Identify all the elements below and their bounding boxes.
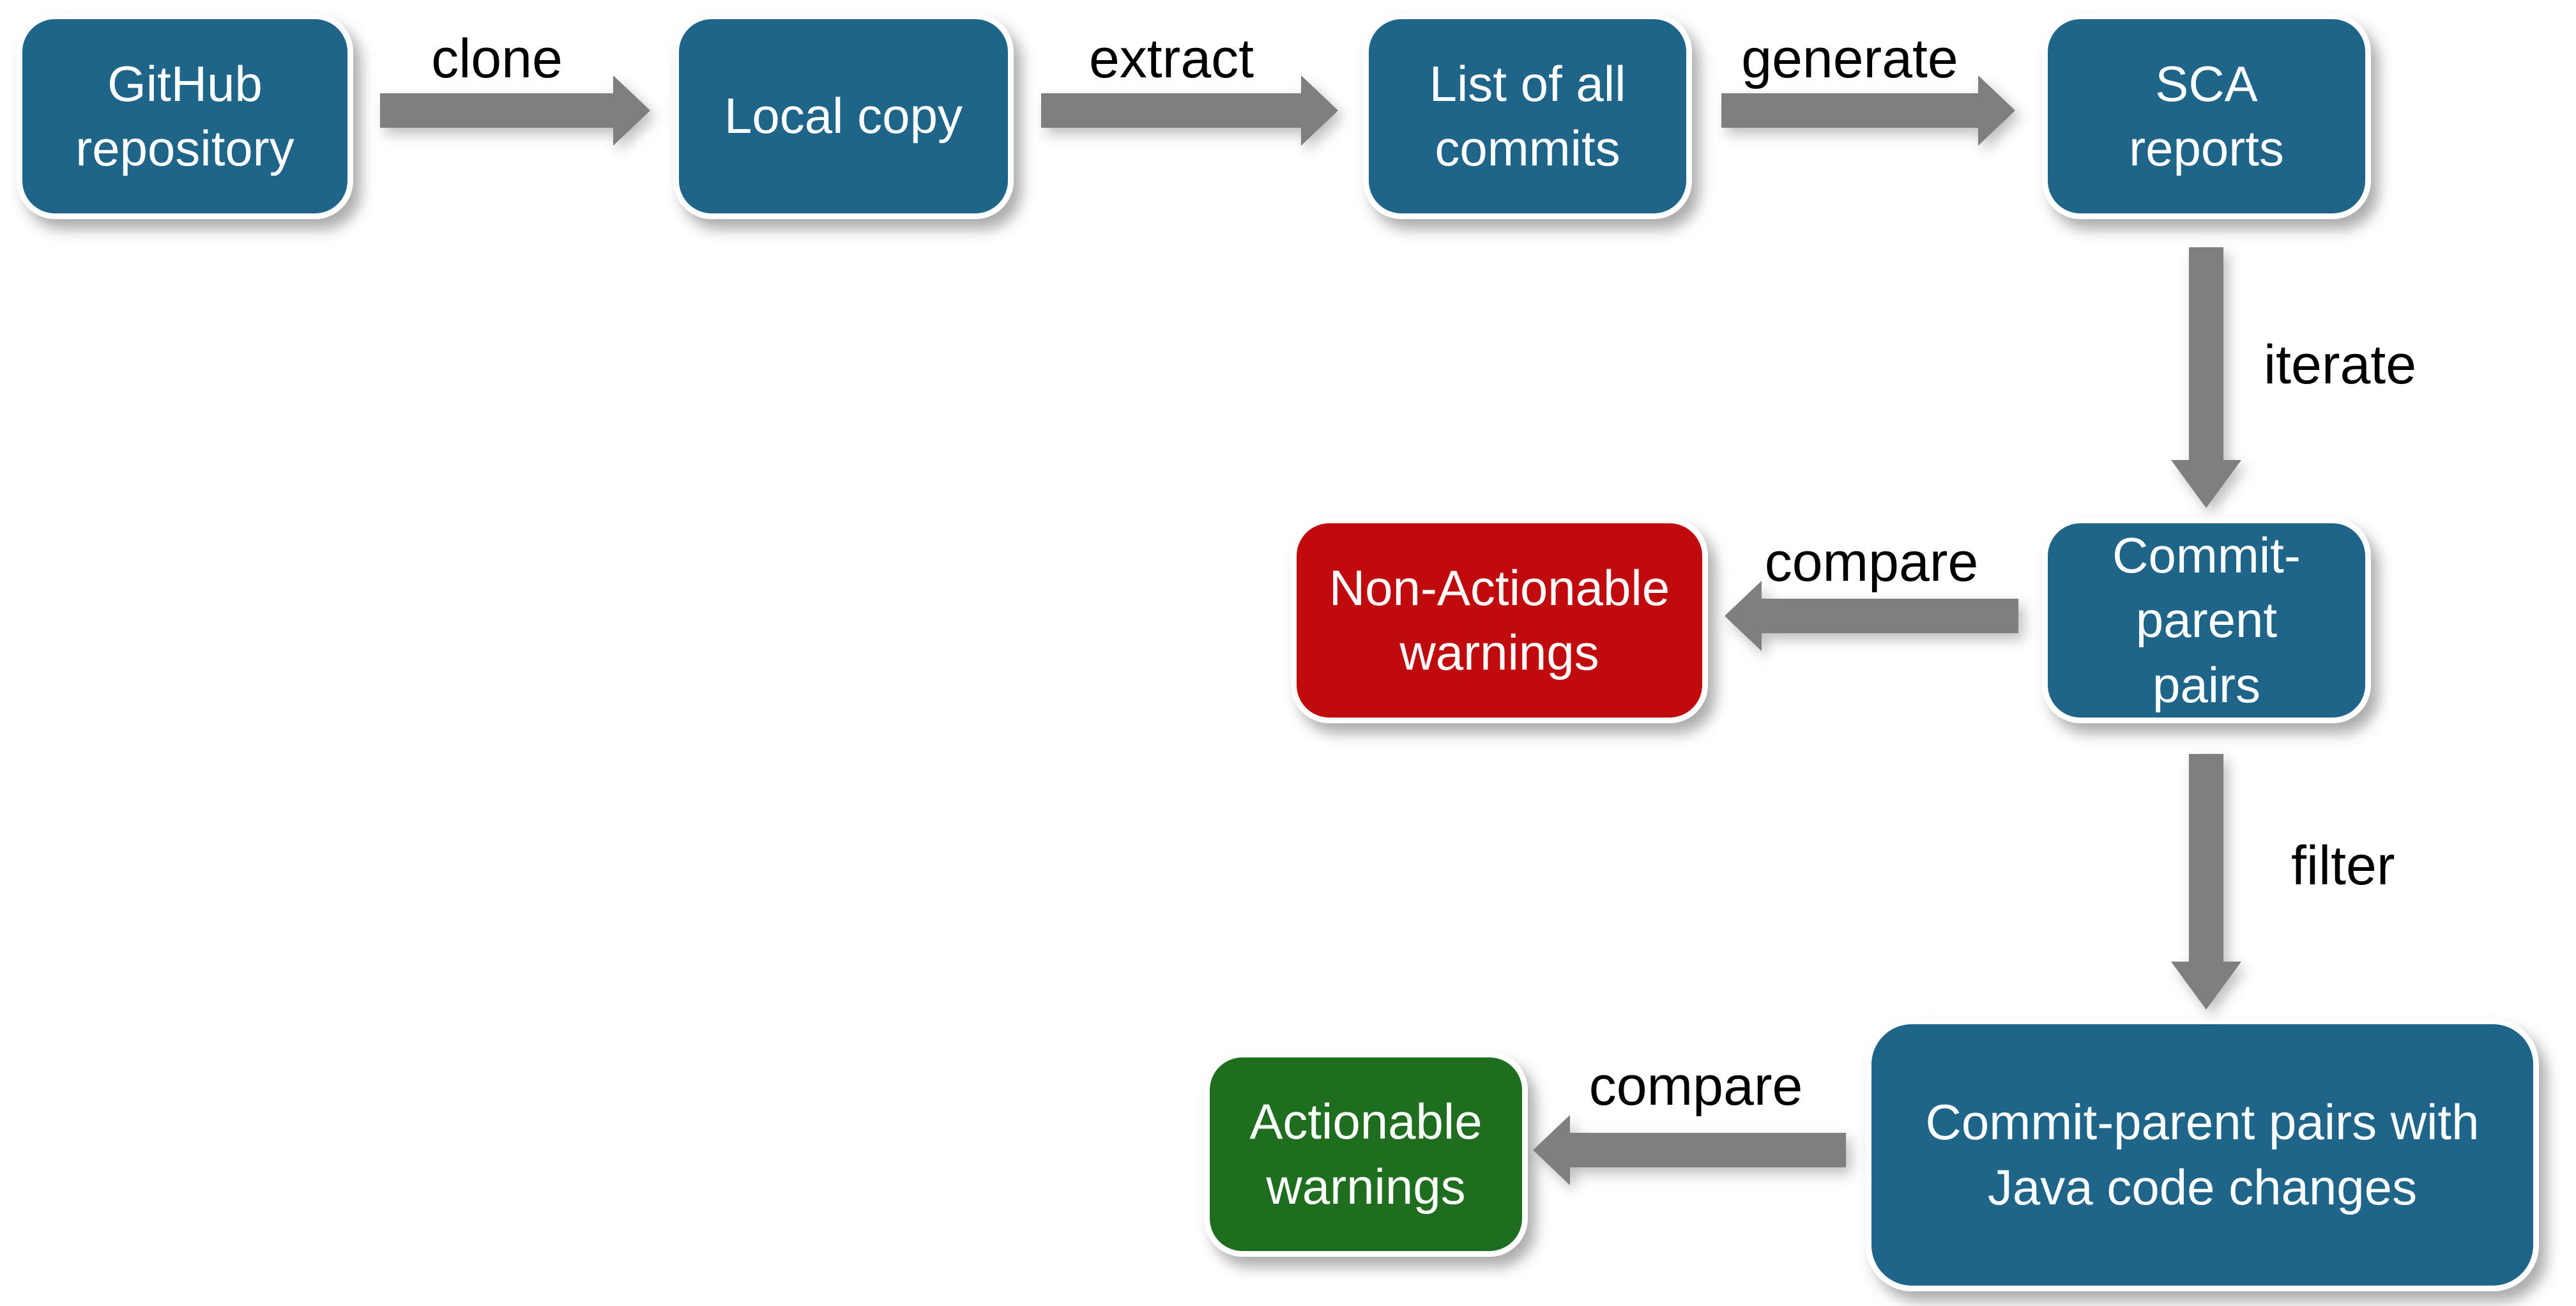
arrow-down-filter-icon bbox=[2171, 754, 2241, 1010]
node-list-of-all-commits: List of all commits bbox=[1363, 13, 1692, 219]
node-text-line: parent bbox=[2135, 592, 2278, 649]
node-text-line: Commit-parent pairs with bbox=[1925, 1094, 2480, 1151]
node-commit-parent-pairs-java: Commit-parent pairs with Java code chang… bbox=[1866, 1018, 2539, 1291]
arrow-left-compare-upper-icon bbox=[1725, 581, 2018, 651]
node-local-copy: Local copy bbox=[673, 13, 1014, 219]
node-text-line: commits bbox=[1435, 120, 1620, 176]
node-text-line: pairs bbox=[2152, 656, 2261, 713]
node-github-repository: GitHub repository bbox=[17, 13, 353, 219]
arrow-shape bbox=[1725, 581, 2018, 651]
node-text-line: List of all bbox=[1429, 55, 1626, 112]
edge-label-compare-upper: compare bbox=[1764, 532, 1979, 593]
arrow-shape bbox=[1041, 75, 1338, 146]
node-non-actionable-warnings: Non-Actionable warnings bbox=[1291, 518, 1708, 723]
arrow-right-generate-icon bbox=[1721, 75, 2015, 146]
node-text-line: Non-Actionable bbox=[1329, 559, 1670, 616]
edge-label-clone: clone bbox=[431, 28, 563, 89]
edge-label-filter: filter bbox=[2291, 835, 2395, 896]
node-text-line: GitHub bbox=[107, 55, 263, 112]
arrow-shape bbox=[1533, 1115, 1846, 1185]
node-commit-parent-pairs: Commit- parent pairs bbox=[2042, 518, 2371, 723]
node-text-line: warnings bbox=[1399, 624, 1599, 680]
edge-label-generate: generate bbox=[1741, 28, 1958, 89]
node-text-line: warnings bbox=[1266, 1158, 1466, 1215]
arrow-down-iterate-icon bbox=[2171, 247, 2241, 508]
node-sca-reports: SCA reports bbox=[2042, 13, 2371, 219]
edge-label-iterate: iterate bbox=[2264, 334, 2417, 396]
edge-label-extract: extract bbox=[1088, 28, 1254, 89]
arrow-right-clone-icon bbox=[380, 75, 650, 146]
node-text-line: SCA bbox=[2155, 55, 2258, 112]
arrow-right-extract-icon bbox=[1041, 75, 1338, 146]
node-text-line: Commit- bbox=[2112, 526, 2301, 583]
node-actionable-warnings: Actionable warnings bbox=[1204, 1052, 1528, 1257]
node-text-line: Local copy bbox=[724, 88, 963, 144]
node-text-line: Actionable bbox=[1249, 1093, 1482, 1150]
node-text-line: repository bbox=[75, 120, 294, 176]
arrow-shape bbox=[1721, 75, 2015, 146]
node-text-line: Java code changes bbox=[1987, 1158, 2418, 1215]
edge-label-compare-lower: compare bbox=[1589, 1056, 1803, 1117]
arrow-left-compare-lower-icon bbox=[1533, 1115, 1846, 1185]
arrow-shape bbox=[380, 75, 650, 146]
node-text-line: reports bbox=[2129, 120, 2284, 176]
arrow-shape bbox=[2171, 754, 2241, 1010]
arrow-shape bbox=[2171, 247, 2241, 508]
